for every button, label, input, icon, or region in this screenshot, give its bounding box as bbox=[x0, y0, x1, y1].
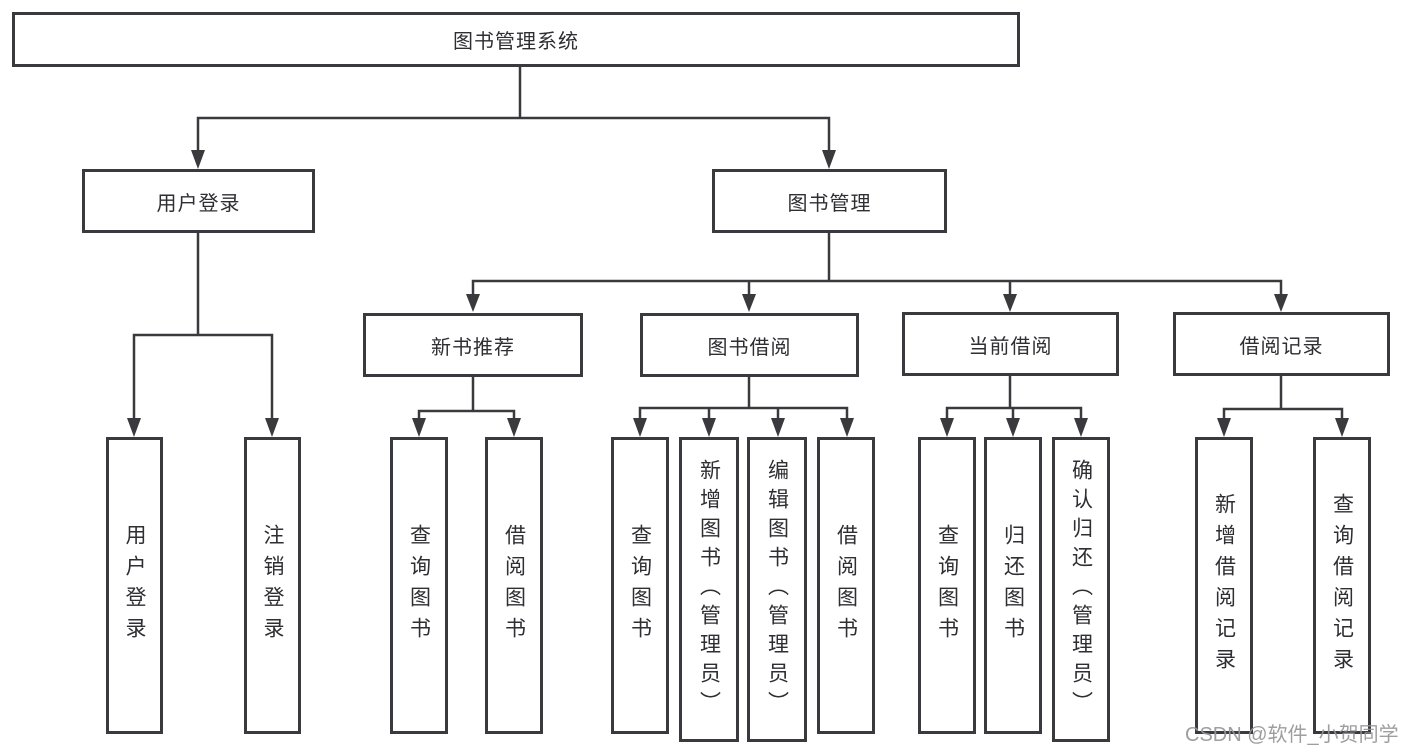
leaf-query-books-borrow-label: 查询图书 bbox=[628, 523, 652, 648]
leaf-query-borrow-record-label: 查询借阅记录 bbox=[1330, 492, 1354, 679]
leaf-user-login-label: 用户登录 bbox=[123, 523, 146, 648]
node-current-borrow: 当前借阅 bbox=[902, 312, 1119, 376]
node-book-borrow: 图书借阅 bbox=[640, 313, 859, 377]
leaf-add-books-admin: 新增图书（管理员） bbox=[679, 437, 739, 742]
leaf-borrow-books-recommend-label: 借阅图书 bbox=[502, 523, 526, 648]
leaf-logout-label: 注销登录 bbox=[261, 523, 284, 648]
node-borrow-records-label: 借阅记录 bbox=[1239, 335, 1324, 358]
leaf-query-books-current-label: 查询图书 bbox=[935, 523, 959, 648]
node-new-book-recommend-label: 新书推荐 bbox=[431, 336, 515, 359]
node-book-management-label: 图书管理 bbox=[787, 192, 872, 215]
node-new-book-recommend: 新书推荐 bbox=[363, 313, 583, 377]
leaf-return-books-label: 归还图书 bbox=[1001, 523, 1025, 648]
node-current-borrow-label: 当前借阅 bbox=[968, 335, 1053, 358]
leaf-query-books-recommend: 查询图书 bbox=[390, 437, 448, 734]
leaf-logout: 注销登录 bbox=[244, 437, 301, 734]
leaf-borrow-books: 借阅图书 bbox=[817, 437, 875, 734]
leaf-add-borrow-record-label: 新增借阅记录 bbox=[1212, 492, 1236, 679]
leaf-confirm-return-admin-label: 确认归还（管理员） bbox=[1069, 459, 1093, 720]
leaf-add-books-admin-label: 新增图书（管理员） bbox=[697, 459, 721, 720]
leaf-confirm-return-admin: 确认归还（管理员） bbox=[1052, 437, 1110, 742]
leaf-borrow-books-recommend: 借阅图书 bbox=[485, 437, 543, 734]
leaf-add-borrow-record: 新增借阅记录 bbox=[1195, 437, 1253, 734]
leaf-query-books-recommend-label: 查询图书 bbox=[407, 523, 431, 648]
node-root-system-label: 图书管理系统 bbox=[453, 31, 579, 53]
leaf-edit-books-admin-label: 编辑图书（管理员） bbox=[765, 459, 789, 720]
leaf-edit-books-admin: 编辑图书（管理员） bbox=[747, 437, 807, 742]
leaf-query-books-borrow: 查询图书 bbox=[611, 437, 669, 734]
leaf-query-books-current: 查询图书 bbox=[918, 437, 976, 734]
node-borrow-records: 借阅记录 bbox=[1173, 312, 1390, 376]
leaf-return-books: 归还图书 bbox=[984, 437, 1042, 734]
node-book-management: 图书管理 bbox=[712, 169, 947, 233]
leaf-borrow-books-label: 借阅图书 bbox=[834, 523, 858, 648]
leaf-query-borrow-record: 查询借阅记录 bbox=[1313, 437, 1371, 734]
node-user-login: 用户登录 bbox=[82, 169, 315, 233]
arrowheads bbox=[127, 150, 1349, 437]
node-root-system: 图书管理系统 bbox=[12, 12, 1020, 67]
leaf-user-login: 用户登录 bbox=[106, 437, 163, 734]
node-user-login-label: 用户登录 bbox=[156, 192, 241, 215]
watermark-text: CSDN @软件_小贺同学 bbox=[1185, 724, 1399, 746]
node-book-borrow-label: 图书借阅 bbox=[707, 336, 792, 359]
